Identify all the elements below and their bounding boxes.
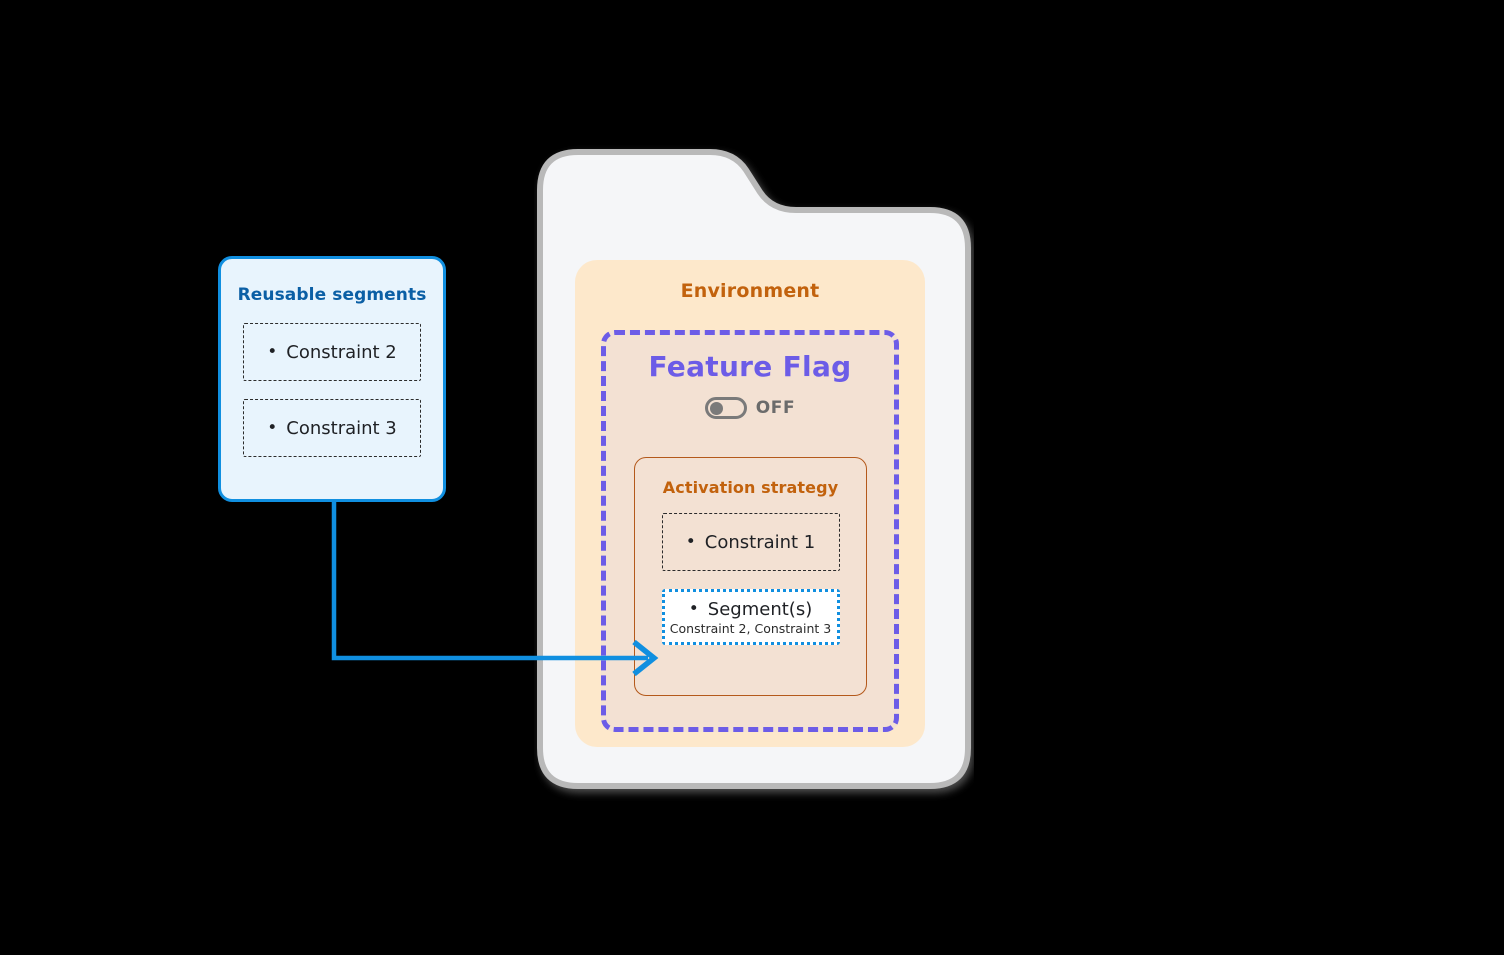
- segment-label: Segment(s): [707, 598, 813, 620]
- segment-constraint-label: Constraint 3: [286, 417, 397, 439]
- environment-title: Environment: [680, 280, 820, 302]
- bullet-icon: •: [267, 417, 278, 438]
- bullet-icon: •: [688, 598, 699, 619]
- constraint-label: Constraint 1: [704, 531, 816, 553]
- segment-constraint-label: Constraint 2: [286, 341, 397, 363]
- list-item: • Constraint 2: [243, 323, 421, 381]
- feature-flag-toggle-row: OFF: [606, 397, 894, 419]
- reusable-segments-title: Reusable segments: [237, 285, 427, 305]
- list-item: • Constraint 3: [243, 399, 421, 457]
- toggle-knob-icon: [709, 402, 723, 415]
- reusable-segments-card: Reusable segments • Constraint 2 • Const…: [218, 256, 446, 502]
- constraint-item: • Constraint 1: [661, 513, 840, 571]
- feature-flag-title: Feature Flag: [648, 350, 852, 383]
- segment-detail: Constraint 2, Constraint 3: [669, 620, 832, 636]
- activation-strategy-card: Activation strategy • Constraint 1 • Seg…: [634, 457, 867, 696]
- toggle-state-label: OFF: [755, 398, 796, 418]
- activation-strategy-title: Activation strategy: [662, 478, 839, 497]
- bullet-icon: •: [267, 341, 278, 362]
- segment-main-row: • Segment(s): [689, 599, 812, 620]
- bullet-icon: •: [685, 531, 696, 552]
- segment-item: • Segment(s) Constraint 2, Constraint 3: [661, 589, 840, 645]
- feature-flag-toggle[interactable]: [704, 397, 747, 419]
